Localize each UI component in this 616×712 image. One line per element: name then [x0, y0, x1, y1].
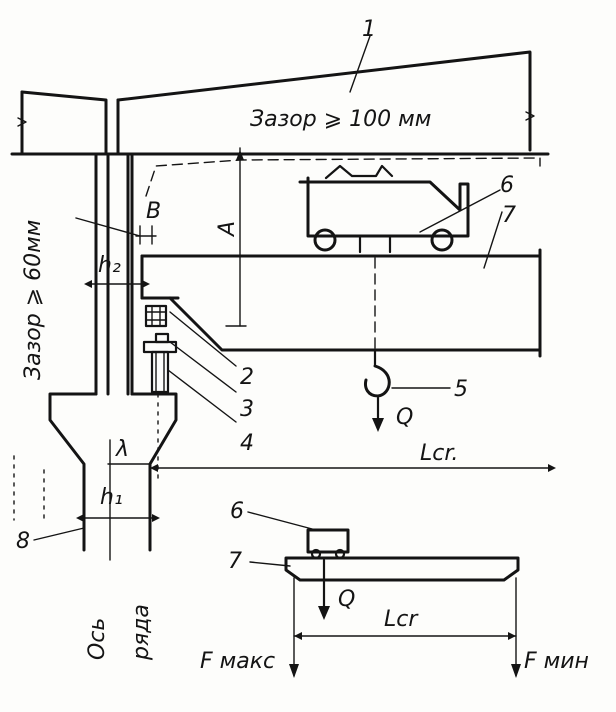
axis-label-line2: ряда [129, 604, 154, 661]
column [48, 152, 178, 561]
trolley [298, 164, 470, 254]
label-5: 5 [454, 377, 468, 402]
dimension-lines [13, 147, 556, 541]
load-Q-lower: Q [338, 587, 355, 612]
dim-h1: h₁ [100, 485, 123, 510]
label-6: 6 [500, 173, 514, 198]
text-labels: 1 Зазор ⩾ 100 мм 6 7 A B h₂ Зазор ⩾ 60мм… [16, 17, 589, 674]
load-schematic [247, 511, 521, 678]
force-Fmax: F макс [200, 649, 275, 674]
crane-clearance-outline [145, 157, 541, 197]
roof-structure [10, 35, 550, 156]
label-6-lower: 6 [230, 499, 244, 524]
hook-assembly [364, 257, 451, 432]
label-7-lower: 7 [228, 549, 242, 574]
dim-A: A [215, 221, 240, 238]
label-4: 4 [240, 431, 254, 456]
label-3: 3 [240, 397, 254, 422]
gap-top-note: Зазор ⩾ 100 мм [250, 107, 431, 132]
label-1: 1 [362, 17, 376, 42]
dim-B: B [146, 199, 161, 224]
span-Lcr-top: Lcr. [420, 441, 458, 466]
leader-lines [419, 189, 503, 269]
rail-and-support [142, 304, 237, 423]
load-Q: Q [396, 405, 413, 430]
label-8: 8 [16, 529, 30, 554]
force-Fmin: F мин [524, 649, 589, 674]
axis-label-line1: Ось [85, 618, 110, 660]
gap-side-note: Зазор ⩾ 60мм [21, 220, 46, 380]
dim-lambda: λ [115, 437, 129, 462]
label-2: 2 [240, 365, 254, 390]
label-7: 7 [502, 203, 516, 228]
dim-h2: h₂ [98, 253, 121, 278]
span-Lcr-lower: Lcr [384, 607, 419, 632]
bridge-girder [140, 248, 542, 358]
